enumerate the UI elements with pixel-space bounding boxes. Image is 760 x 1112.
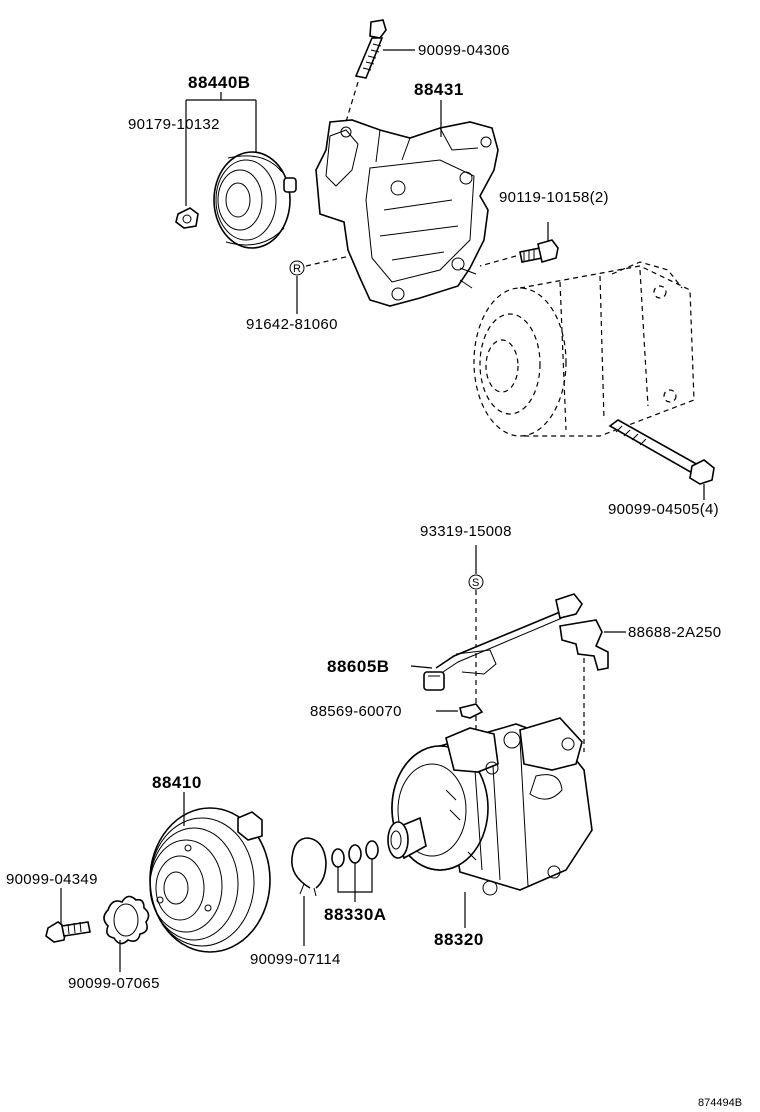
clamp-part	[559, 619, 609, 671]
bracket-bolt-part	[519, 239, 559, 264]
label-nut-pulley: 90179-10132	[128, 116, 220, 133]
label-bracket: 88431	[414, 80, 464, 99]
clip-part	[459, 703, 484, 719]
thermistor-part	[423, 593, 583, 691]
label-clip: 88569-60070	[310, 703, 402, 720]
label-shims: 88330A	[324, 905, 387, 924]
label-clutch-bolt: 90099-04349	[6, 871, 98, 888]
marker-r-text: R	[293, 263, 301, 275]
label-compressor: 88320	[434, 930, 484, 949]
label-clutch: 88410	[152, 773, 202, 792]
label-pulley-assy: 88440B	[188, 73, 251, 92]
pulley-nut-part	[175, 207, 199, 229]
label-snap-ring: 90099-07114	[250, 951, 341, 968]
bracket-part	[315, 119, 499, 307]
label-screw-s: 93319-15008	[420, 523, 512, 540]
clutch-bolt-part	[45, 921, 91, 943]
shims-part	[331, 840, 379, 868]
marker-s-part	[468, 574, 484, 590]
compressor-bolt-part	[608, 419, 715, 485]
label-comp-bolt: 90099-04505(4)	[608, 501, 719, 518]
label-bolt-top: 90099-04306	[418, 42, 510, 59]
wave-shim-part	[103, 895, 150, 945]
top-bolt-part	[354, 19, 387, 79]
compressor-outline-part	[473, 261, 695, 437]
compressor-part	[387, 717, 593, 896]
marker-s-text: S	[472, 577, 479, 589]
label-stud-r: 91642-81060	[246, 316, 338, 333]
snap-ring-part	[291, 837, 327, 897]
label-clamp: 88688-2A250	[628, 624, 721, 641]
label-thermistor: 88605B	[327, 657, 390, 676]
label-bracket-bolt: 90119-10158(2)	[499, 189, 609, 206]
reference-code: 874494B	[698, 1097, 742, 1109]
marker-r-part	[289, 260, 305, 276]
clutch-part	[149, 807, 271, 953]
idler-pulley-part	[213, 151, 297, 249]
label-wave-shim: 90099-07065	[68, 975, 160, 992]
